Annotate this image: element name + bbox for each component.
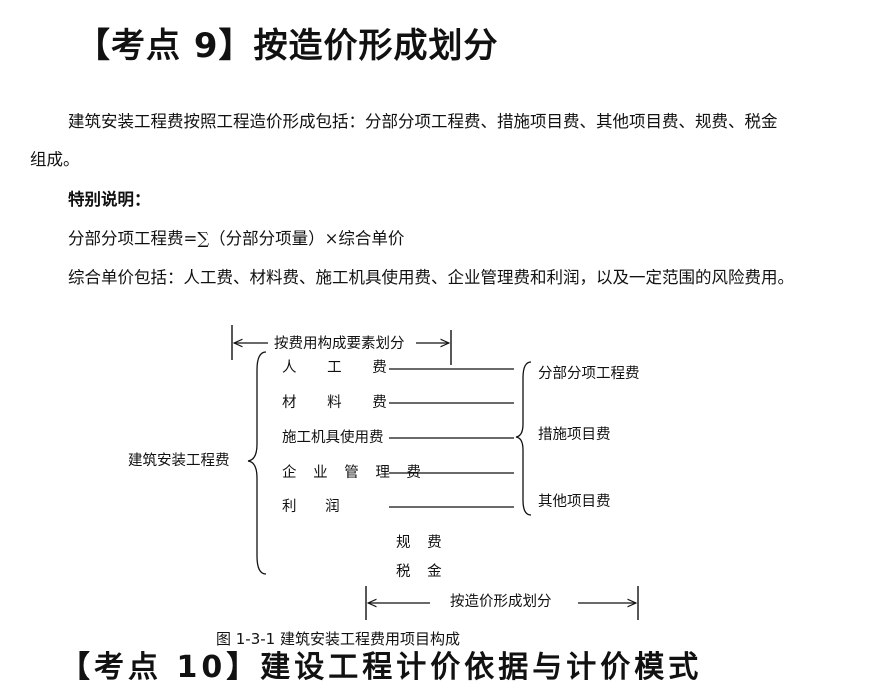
diagram-bottom-label: 按造价形成划分 xyxy=(450,594,552,610)
item-tax: 税 金 xyxy=(396,564,448,580)
element-management: 企 业 管 理 费 xyxy=(282,465,427,481)
diagram-root-label: 建筑安装工程费 xyxy=(128,453,230,469)
next-heading-cutoff: 【考点 10】建设工程计价依据与计价模式 xyxy=(60,640,820,685)
element-labor: 人 工 费 xyxy=(282,360,400,376)
element-material: 材 料 费 xyxy=(282,395,400,411)
right-brace xyxy=(515,361,532,516)
figure-caption: 图 1-3-1 建筑安装工程费用项目构成 xyxy=(216,630,460,648)
intro-line-1: 建筑安装工程费按照工程造价形成包括：分部分项工程费、措施项目费、其他项目费、规费… xyxy=(68,112,778,131)
cost-structure-diagram xyxy=(231,325,639,620)
diagram-top-label: 按费用构成要素划分 xyxy=(274,336,405,352)
left-brace xyxy=(247,351,267,575)
element-machinery: 施工机具使用费 xyxy=(282,430,384,446)
group-other-items: 其他项目费 xyxy=(538,494,611,510)
item-regulatory-fee: 规 费 xyxy=(396,535,448,551)
next-heading-text: 【考点 10】建设工程计价依据与计价模式 xyxy=(60,650,703,685)
special-note-title: 特别说明： xyxy=(68,190,151,209)
unit-price-note: 综合单价包括：人工费、材料费、施工机具使用费、企业管理费和利润，以及一定范围的风… xyxy=(68,268,794,287)
intro-line-2: 组成。 xyxy=(30,150,80,169)
group-divisional-works: 分部分项工程费 xyxy=(538,366,640,382)
formula-line: 分部分项工程费=∑（分部分项量）×综合单价 xyxy=(68,229,405,248)
page-heading: 【考点 9】按造价形成划分 xyxy=(76,26,499,66)
group-measures: 措施项目费 xyxy=(538,427,611,443)
element-profit: 利 润 xyxy=(282,499,352,515)
